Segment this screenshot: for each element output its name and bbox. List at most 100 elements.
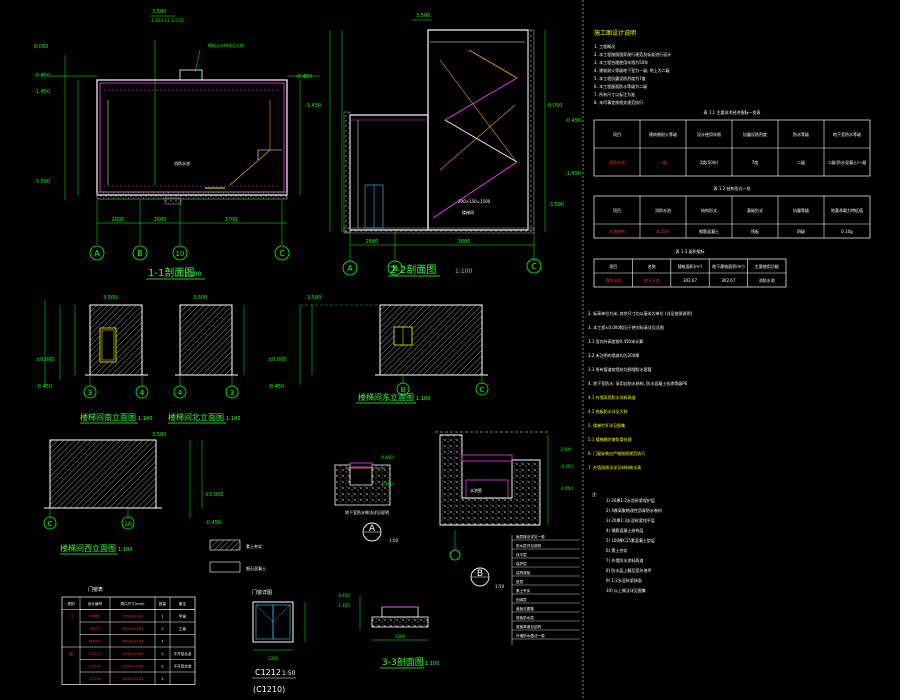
table-header: 数量	[159, 601, 167, 606]
axis-label: B	[401, 386, 406, 394]
level-mark: 0.050	[34, 44, 48, 50]
table-cell: 消防水池	[609, 159, 625, 165]
table-header: 建筑物耐火等级	[649, 131, 677, 137]
axis-label: 4	[178, 389, 183, 397]
note-line: 3.2 未注明的墙体均为200厚	[588, 352, 639, 358]
stair-label: 200×150=1500	[458, 199, 491, 204]
notes-item: 7. 所有尺寸以标注为准	[594, 91, 635, 97]
table-cell: 3类(50年)	[700, 159, 719, 165]
window-code-alt: (C1210)	[253, 685, 285, 694]
detail-label: A	[369, 524, 376, 534]
level-mark: 3.500	[560, 447, 572, 452]
table-caption: 表 1.1 主要技术经济指标一览表	[704, 109, 761, 115]
note-text: 钢板止水带详见大样	[208, 42, 244, 48]
level-mark: 3.500	[416, 13, 430, 19]
note-line: 3.1 室内外高差按0.450米计算	[588, 338, 643, 344]
table-header: 防水等级	[793, 131, 809, 137]
notes-item: 8. 未尽事宜按相关规范执行	[594, 99, 643, 105]
list-note: 3) 20厚1:3水泥砂浆找平层	[606, 517, 655, 523]
elevation-east: B C 3.500 ±0.000 -0.450 楼梯间东立面图 1:100	[268, 295, 489, 404]
table-cell: 1000×2100	[122, 627, 144, 631]
layer-note: 盖板见图集	[516, 606, 534, 611]
note-head: 注:	[592, 491, 597, 497]
table-header: 结构形式	[701, 207, 717, 213]
note-line: 4.2 底板防水详见大样	[588, 408, 628, 414]
room-label: 消防水池	[174, 160, 190, 166]
table-2: 表 1.2 结构形式一览项目消防水池结构形式基础形式抗震等级地基承载力特征值水池…	[593, 185, 871, 239]
table-cell: 乙级	[179, 626, 187, 631]
table-cell: 302.67	[683, 278, 697, 283]
table-cell: 0.10g	[841, 229, 853, 234]
note-line: 4. 地下室防水: 采用自防水结构, 防水混凝土抗渗等级P6	[588, 380, 688, 386]
table-header: 抗震设防烈度	[743, 131, 767, 137]
section-2-2: A B C 2600 3800 3.500 0.050 -0.450 -1.45…	[329, 13, 581, 277]
note-line: 6. 门窗安装应严格按照规范执行	[588, 450, 645, 456]
list-note: 10) 以上做法详见图集	[606, 587, 646, 593]
list-note: 4) 钢筋混凝土结构层	[606, 527, 643, 533]
level-mark: -0.450	[36, 384, 52, 390]
level-mark: -1.450	[305, 103, 321, 109]
table-cell: 窗	[69, 651, 73, 656]
table-cell: FM甲1	[89, 614, 100, 619]
drawing-title: 楼梯间南立面图	[80, 412, 136, 422]
axis-bubble	[274, 245, 290, 261]
table-header: 消防水池	[655, 207, 671, 213]
list-note: 9) 1:2水泥砂浆抹面	[606, 577, 642, 583]
table-cell: 水池结构	[609, 228, 625, 234]
window-scale: 1:50	[282, 670, 296, 677]
axis-label: 3	[230, 389, 234, 397]
dimension-text: 1200	[268, 656, 279, 661]
table-cell: FM乙1	[89, 626, 100, 631]
level-mark: -1.450	[380, 482, 393, 487]
table-cell: 7度	[752, 159, 759, 165]
callout-text: -1.450 ±1 1:5.51	[150, 18, 185, 23]
list-note: 1) 20厚1:2水泥砂浆保护层	[606, 497, 655, 503]
detail-label: B	[477, 569, 483, 579]
elevation-north: 4 3 3.500 楼梯间北立面图 1:100	[168, 295, 245, 424]
level-mark: ±0.000	[268, 357, 287, 363]
axis-label: B	[137, 249, 143, 258]
detail-a: -0.450 -1.450 地下室防水做法详见说明 A 1:50	[334, 455, 398, 543]
axis-label: A	[347, 264, 353, 273]
layer-note: 防水层详见说明	[516, 543, 542, 548]
axis-bubble	[89, 245, 105, 261]
detail-note: 水池壁	[470, 487, 482, 493]
list-note: 8) 防水层上翻至室外地坪	[606, 567, 651, 573]
table-cell: 消防水池	[759, 277, 775, 283]
level-mark: 3.500	[103, 295, 117, 301]
notes-title: 施工图设计说明	[594, 29, 636, 37]
level-mark: -0.450	[380, 455, 393, 460]
dimension-text: 3700	[225, 217, 238, 223]
layer-note: 找平层	[516, 552, 527, 557]
list-note: 7) 外墙防水涂料两道	[606, 557, 643, 563]
level-mark: -0.450	[337, 593, 350, 598]
drawing-title: 门窗详图	[252, 589, 272, 596]
drawing-title: 楼梯间东立面图	[358, 392, 414, 402]
drawing-title: 2-2剖面图	[390, 263, 436, 276]
drawing-scale: 1:100	[184, 271, 201, 278]
layer-note: 结构底板	[516, 570, 531, 575]
table-header: 项目	[609, 263, 617, 269]
table-cell: 地下水池	[644, 277, 660, 283]
layer-note: 面层做法详见一般	[516, 534, 545, 539]
table-header: 洞口尺寸(mm)	[120, 601, 145, 606]
room-label: 楼梯间	[462, 209, 474, 215]
table-cell: 钢筋混凝土	[699, 228, 719, 234]
table-cell: 门	[69, 614, 73, 619]
table-title: 门窗表	[88, 586, 103, 593]
table-header: 项目	[613, 131, 621, 137]
table-cell: 2	[161, 652, 163, 656]
table-cell: 1500×2100	[122, 615, 144, 619]
table-cell: C1215	[89, 677, 101, 681]
note-line: 3. 本工程±0.000相当于绝对标高详见总图	[588, 324, 664, 330]
axis-label: B	[392, 264, 398, 273]
table-header: 主要使用功能	[755, 263, 779, 269]
axis-label: 4	[140, 389, 145, 397]
table-cell: 筏板	[751, 228, 759, 234]
notes-item: 4. 建筑耐火等级地下室为一级, 地上为二级	[594, 67, 670, 73]
text-notes: 2. 标高单位为米, 其余尺寸均以毫米为单位 (详见各图说明)3. 本工程±0.…	[588, 310, 692, 470]
table-caption: 表 1.2 结构形式一览	[714, 185, 751, 191]
table-header: 备注	[179, 601, 187, 606]
level-mark: -1.450	[565, 171, 581, 177]
